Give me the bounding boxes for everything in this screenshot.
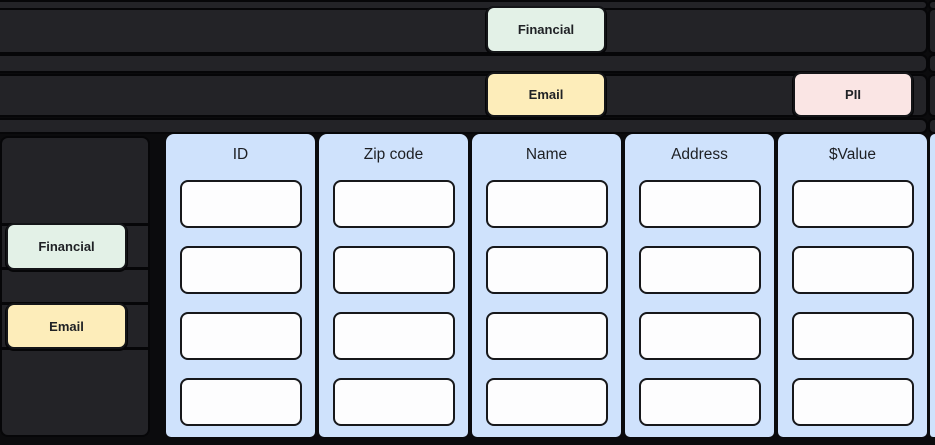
top-lane-row-1-fragment — [930, 2, 935, 8]
column-header: Zip code — [363, 146, 424, 163]
table-cell — [179, 180, 302, 228]
column-header: $Value — [828, 146, 877, 163]
table-cell — [791, 180, 914, 228]
table-column-value: $Value — [778, 134, 927, 437]
table-column-zip-code: Zip code — [319, 134, 468, 437]
table-cell — [332, 378, 455, 426]
top-lane-row-5 — [0, 120, 926, 132]
tag-email-top[interactable]: Email — [486, 72, 606, 117]
top-lane-row-4 — [0, 76, 926, 115]
table-column-name: Name — [472, 134, 621, 437]
table-cell — [638, 312, 761, 360]
top-lane-row-3-fragment — [930, 56, 935, 71]
top-lane-row-4-fragment — [930, 76, 935, 115]
table-cell — [179, 312, 302, 360]
tag-financial-side[interactable]: Financial — [6, 223, 127, 270]
top-lane-row-2 — [0, 10, 926, 52]
column-header: Name — [525, 146, 568, 163]
table-cell — [179, 246, 302, 294]
table-cell — [791, 312, 914, 360]
top-lane-row-1 — [0, 2, 926, 8]
column-cells — [319, 180, 468, 426]
table-cell — [485, 180, 608, 228]
tag-financial-top[interactable]: Financial — [486, 6, 606, 53]
top-lane-row-3 — [0, 56, 926, 71]
column-cells — [472, 180, 621, 426]
table-cell — [485, 378, 608, 426]
table-cell — [638, 180, 761, 228]
left-panel — [2, 138, 148, 435]
table-cell — [638, 246, 761, 294]
table-cell — [179, 378, 302, 426]
tag-pii[interactable]: PII — [793, 72, 913, 117]
column-header: ID — [232, 146, 249, 163]
tag-email-side[interactable]: Email — [6, 303, 127, 349]
table-cell — [791, 378, 914, 426]
column-header: Address — [671, 146, 728, 163]
top-lane-row-2-fragment — [930, 10, 935, 52]
table-cell — [332, 312, 455, 360]
table-cell — [485, 246, 608, 294]
column-cells — [625, 180, 774, 426]
table-column-id: ID — [166, 134, 315, 437]
column-cells — [166, 180, 315, 426]
table-cell — [485, 312, 608, 360]
table-column-address: Address — [625, 134, 774, 437]
top-lane-row-5-fragment — [930, 120, 935, 132]
table-column-fragment — [930, 134, 935, 437]
table-cell — [791, 246, 914, 294]
table-cell — [332, 180, 455, 228]
table-cell — [332, 246, 455, 294]
column-cells — [778, 180, 927, 426]
table-cell — [638, 378, 761, 426]
